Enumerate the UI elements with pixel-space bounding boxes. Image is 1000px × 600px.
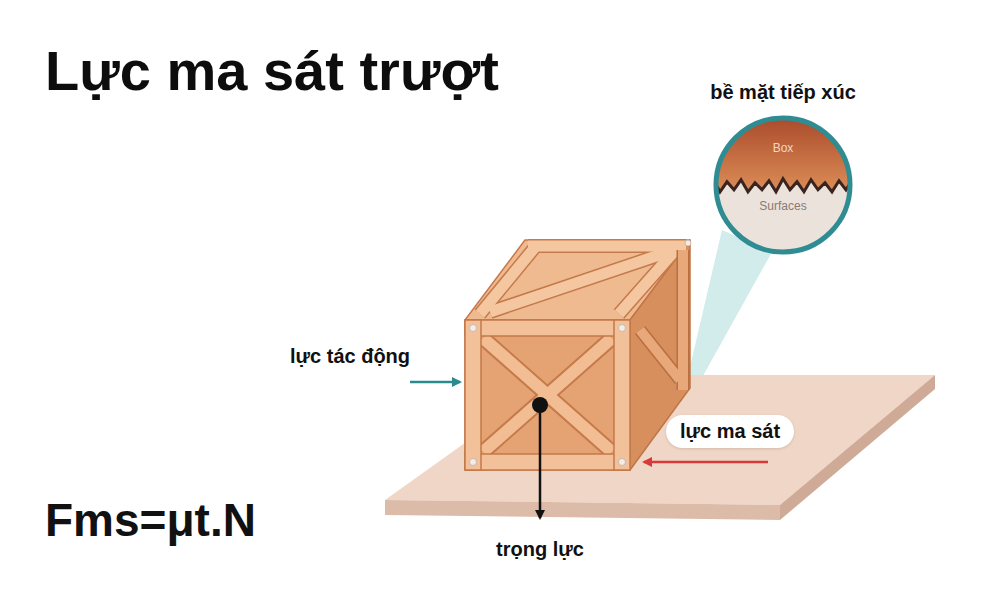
friction-force-arrow: [644, 461, 768, 464]
force-label: trọng lực: [496, 538, 584, 561]
applied-force-arrow: [410, 381, 460, 384]
title: Lực ma sát trượt: [45, 38, 499, 103]
surface-label: Surfaces: [759, 199, 806, 213]
force-label: lực ma sát: [666, 415, 794, 448]
magnifier-graphic: [713, 115, 853, 255]
magnifier-circle: bề mặt tiếp xúcBoxSurfaces: [713, 115, 853, 255]
magnifier-heading: bề mặt tiếp xúc: [710, 81, 856, 104]
formula: Fms=μt.N: [45, 493, 256, 547]
gravity-arrow: [539, 405, 542, 518]
magnifier-cone: [686, 230, 772, 392]
force-label: lực tác động: [290, 345, 410, 368]
wooden-crate: [465, 240, 691, 470]
box-label: Box: [773, 141, 794, 155]
center-of-mass: [532, 397, 548, 413]
